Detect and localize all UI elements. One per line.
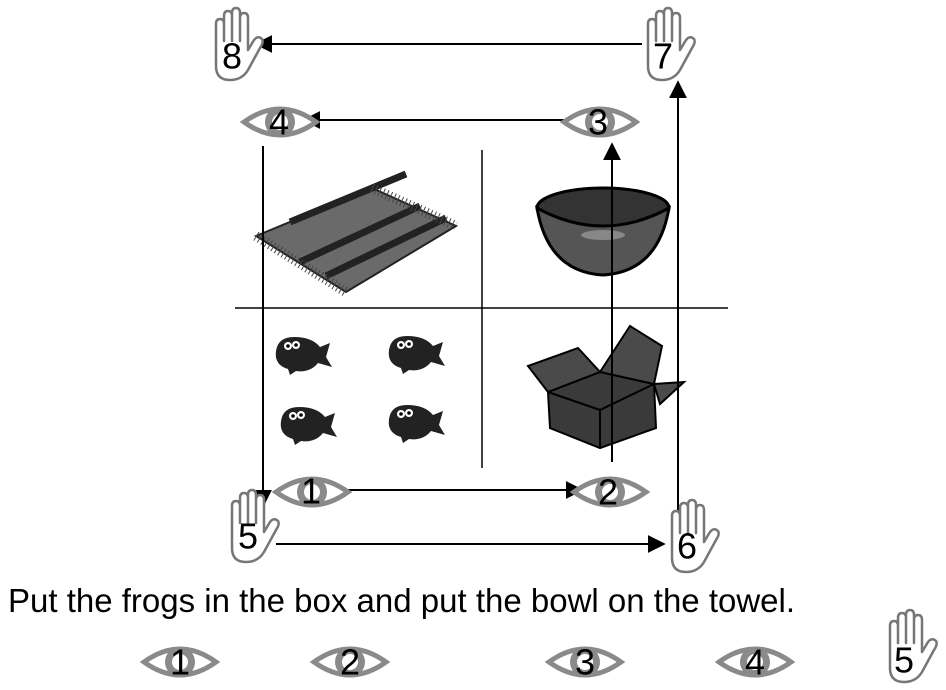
hand-number: 8 [222,36,242,77]
eye-number: 4 [745,642,765,683]
diagram-hand-5: 5 [232,490,279,562]
frog-icon [389,336,445,374]
box-icon [528,326,684,448]
sequence-hand-5: 5 [890,610,937,682]
diagram-hand-6: 6 [672,500,719,572]
frog-icon [389,405,445,443]
sequence-eye-3: 3 [549,642,621,683]
diagram-hand-7: 7 [648,8,695,80]
diagram-eye-4: 4 [244,102,316,143]
sequence-eye-2: 2 [314,642,386,683]
diagram-hand-8: 8 [216,8,263,80]
instruction-caption: Put the frogs in the box and put the bow… [8,582,908,620]
hand-number: 5 [894,640,914,681]
frog-icon [276,337,332,375]
frog-group [276,336,445,445]
bowl-icon [537,188,669,275]
frog-icon [281,407,337,445]
diagram-eye-2: 2 [574,472,646,513]
eye-number: 2 [598,472,618,513]
eye-number: 1 [170,642,190,683]
eye-number: 3 [588,102,608,143]
hand-number: 5 [238,516,258,557]
diagram-eye-3: 3 [564,102,636,143]
sequence-eye-1: 1 [144,642,216,683]
hand-number: 7 [653,36,673,77]
sequence-eye-4: 4 [719,642,791,683]
eye-number: 2 [340,642,360,683]
hand-number: 6 [677,526,697,567]
eye-number: 1 [301,471,321,512]
eye-number: 4 [269,102,289,143]
eye-number: 3 [575,642,595,683]
diagram-eye-1: 1 [276,471,348,512]
towel-icon [256,174,456,292]
